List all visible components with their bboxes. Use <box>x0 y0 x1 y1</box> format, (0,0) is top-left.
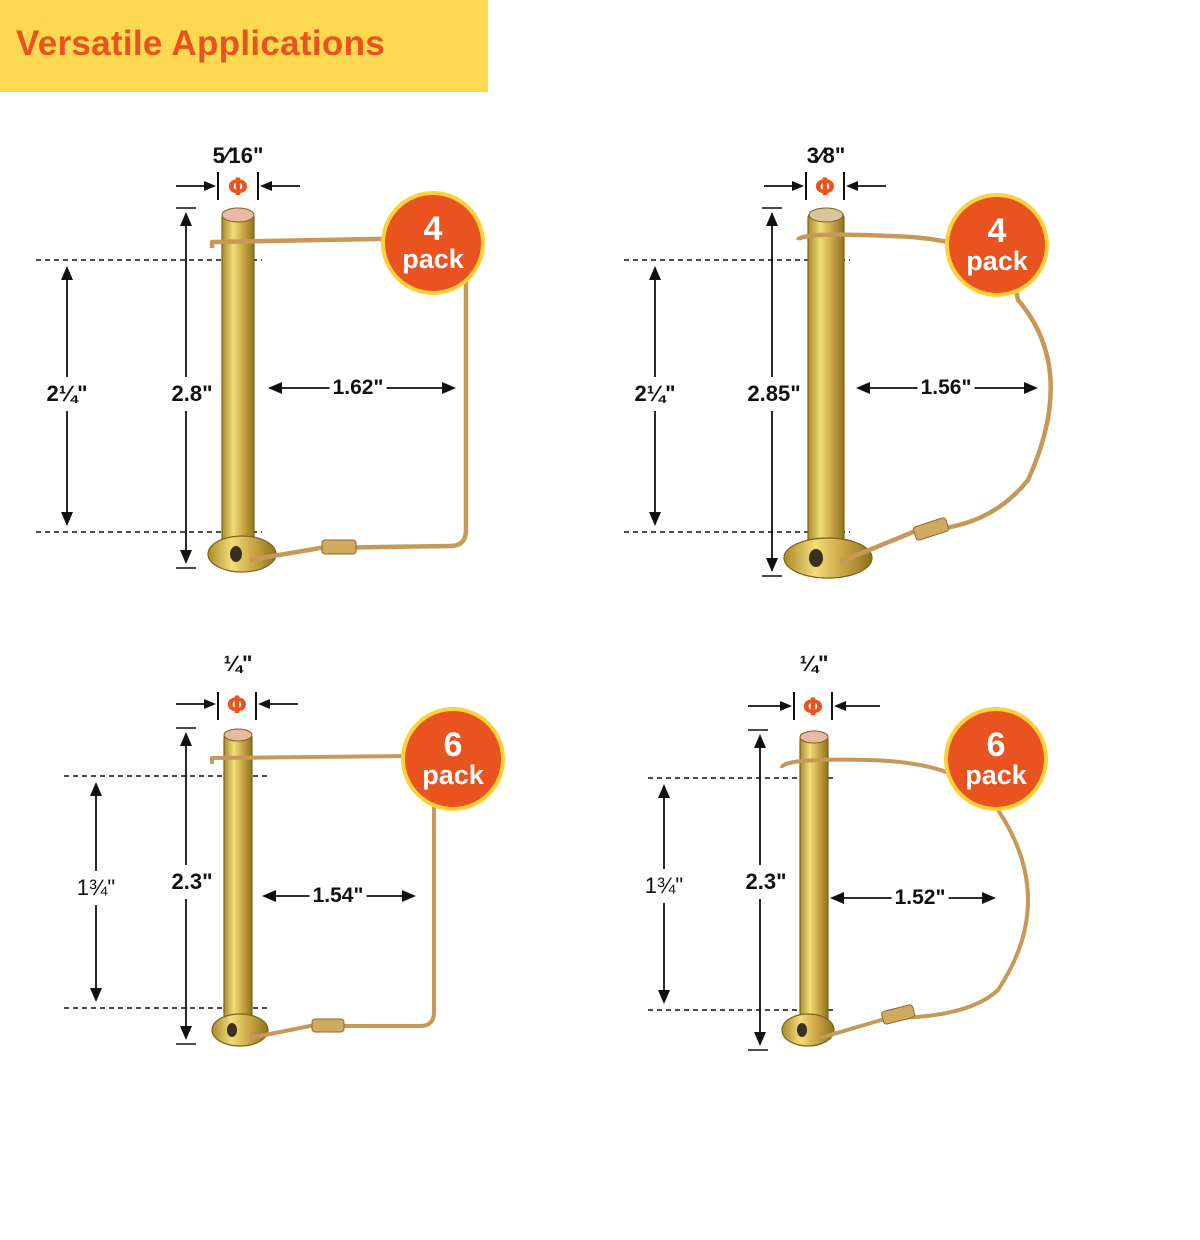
pin-length-label: 2.3" <box>743 865 789 899</box>
diameter-phi-icon: Φ <box>814 173 836 201</box>
pin-length-label: 2.85" <box>745 377 803 411</box>
pack-unit: pack <box>402 244 464 274</box>
pin-clip-drawing <box>648 692 1030 1051</box>
product-panel-2: 3⁄8" Φ 2¼" 2.85" 1.56" 4 pack <box>588 120 1188 720</box>
diameter-phi-icon: Φ <box>802 693 824 721</box>
pin-length-label: 2.8" <box>169 377 215 411</box>
pack-count: 4 <box>987 212 1007 250</box>
clip-width-label: 1.56" <box>917 376 975 400</box>
pin-clip-drawing <box>36 172 469 573</box>
clip-width-label: 1.62" <box>329 376 387 400</box>
clip-width-label: 1.54" <box>309 884 367 908</box>
diameter-label: ¼" <box>799 651 829 676</box>
product-panel-1: 5⁄16" Φ 2¼" 2.8" 1.62" 4 pack <box>0 120 600 720</box>
pack-badge: 6 pack <box>944 707 1048 811</box>
clip-width-label: 1.52" <box>891 886 949 910</box>
pack-count: 6 <box>986 726 1006 764</box>
diameter-phi-icon: Φ <box>226 691 248 719</box>
diameter-phi-icon: Φ <box>227 173 249 201</box>
banner-title: Versatile Applications <box>16 24 386 63</box>
pin-length-label: 2.3" <box>169 865 215 899</box>
pack-badge: 4 pack <box>945 193 1049 297</box>
usable-length-label: 1¾" <box>642 869 686 903</box>
product-panel-3: ¼" Φ 1¾" 2.3" 1.54" 6 pack <box>0 640 600 1240</box>
pack-badge: 6 pack <box>401 707 505 811</box>
usable-length-label: 1¾" <box>74 871 118 905</box>
product-panel-4: ¼" Φ 1¾" 2.3" 1.52" 6 pack <box>568 640 1168 1240</box>
usable-length-label: 2¼" <box>44 377 90 411</box>
pack-unit: pack <box>966 246 1028 276</box>
pack-badge: 4 pack <box>381 191 485 295</box>
usable-length-label: 2¼" <box>632 377 678 411</box>
pack-count: 6 <box>443 726 463 764</box>
diameter-label: 5⁄16" <box>212 143 264 168</box>
diameter-label: ¼" <box>223 651 253 676</box>
pack-unit: pack <box>422 760 484 790</box>
title-banner: Versatile Applications <box>0 0 488 92</box>
pin-clip-drawing <box>64 692 436 1047</box>
pin-clip-drawing <box>624 172 1053 579</box>
pack-count: 4 <box>423 210 443 248</box>
pack-unit: pack <box>965 760 1027 790</box>
diameter-label: 3⁄8" <box>806 143 846 168</box>
